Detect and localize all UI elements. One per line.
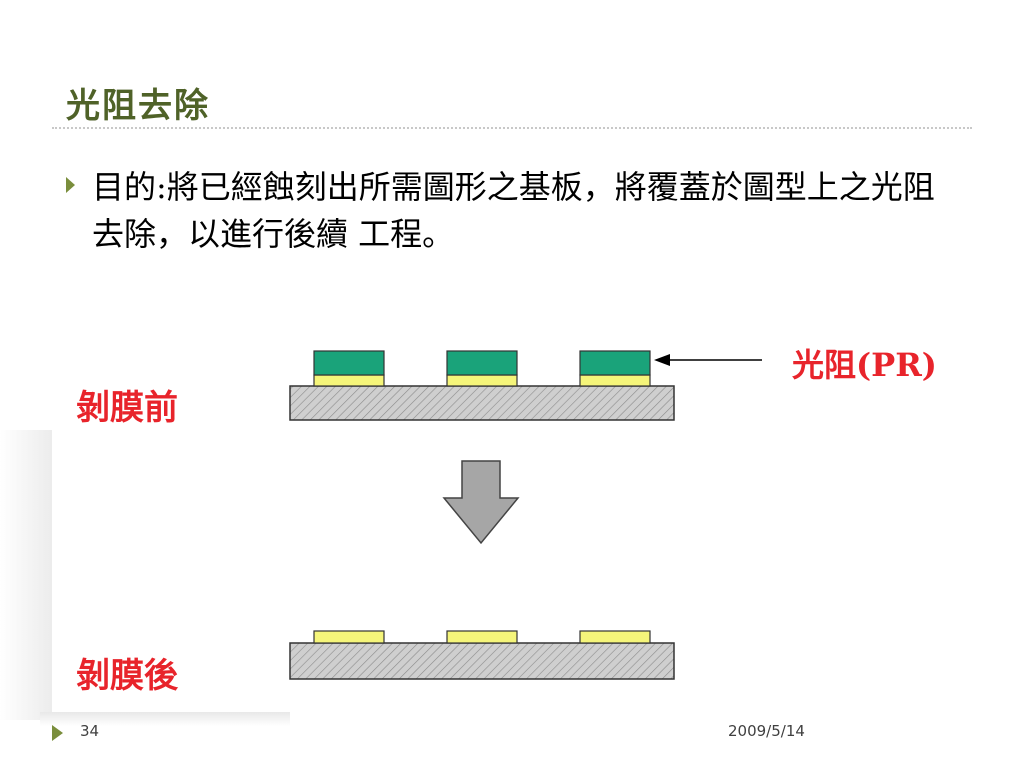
photoresist-label: 光阻(PR) [792, 346, 937, 384]
film-before-2 [446, 374, 518, 387]
photoresist-1 [313, 350, 385, 376]
photoresist-2 [446, 350, 518, 376]
film-after-1 [313, 630, 385, 644]
substrate-after [289, 642, 675, 680]
title-divider [52, 127, 972, 129]
footer-arrow-icon [52, 725, 63, 741]
slide-title: 光阻去除 [66, 86, 210, 126]
film-after-3 [579, 630, 651, 644]
bullet-arrow-icon [66, 177, 75, 193]
bottom-shadow-decoration [40, 712, 290, 726]
film-before-1 [313, 374, 385, 387]
after-stripping-label: 剝膜後 [76, 656, 178, 696]
pointer-arrowhead-icon [654, 354, 670, 366]
left-shadow-decoration [0, 430, 52, 720]
bullet-text: 將已經蝕刻出所需圖形之基板，將覆蓋於圖型上之光阻去除，以進行後續 工程。 [92, 168, 935, 253]
bullet-paragraph: 目的:將已經蝕刻出所需圖形之基板，將覆蓋於圖型上之光阻去除，以進行後續 工程。 [92, 164, 962, 258]
down-arrow-icon [442, 460, 520, 545]
bullet-lead: 目的: [92, 168, 167, 206]
before-stripping-label: 剝膜前 [76, 388, 178, 428]
page-number: 34 [80, 722, 100, 740]
substrate-before [289, 385, 675, 421]
film-before-3 [579, 374, 651, 387]
film-after-2 [446, 630, 518, 644]
slide-date: 2009/5/14 [728, 722, 805, 740]
photoresist-3 [579, 350, 651, 376]
